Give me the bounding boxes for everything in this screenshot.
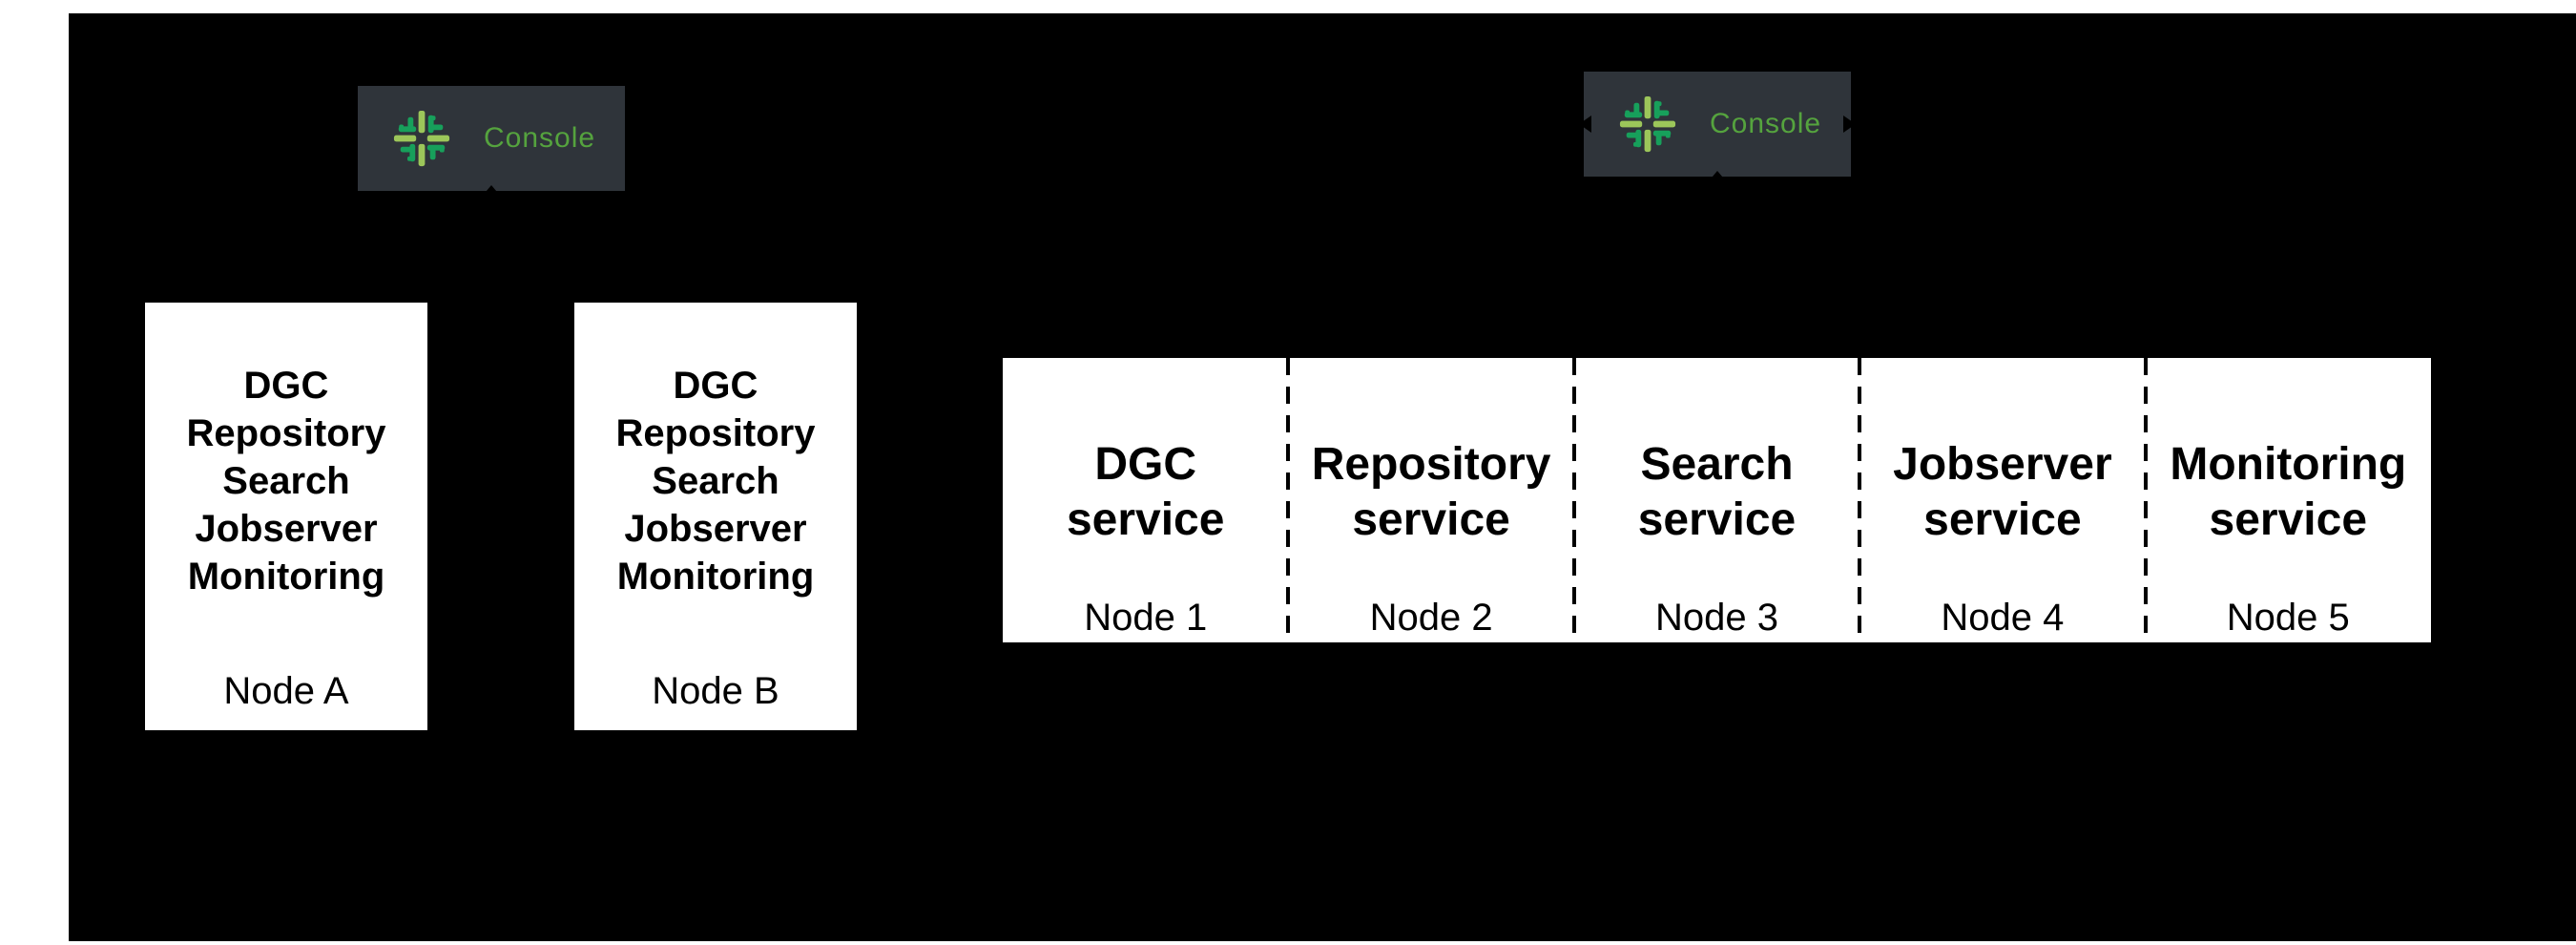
console-logo-icon [1619,95,1676,153]
ha-node-b-services: DGC Repository Search Jobserver Monitori… [615,365,816,598]
service-cell-dgc: DGC service Node 1 [1003,358,1288,642]
console-label: Console [1710,108,1822,139]
node-label: Node 4 [1941,597,2065,639]
service-label: Search service [1637,439,1797,545]
service-label: Jobserver service [1893,439,2112,545]
console-badge-right: Console [1579,72,1856,183]
console-label: Console [484,122,596,154]
connector-arrowhead-up-icon [1707,171,1728,183]
ha-node-box-a: DGC Repository Search Jobserver Monitori… [145,303,427,730]
service-cell-jobserver: Jobserver service Node 4 [1858,358,2145,642]
service-cell-repository: Repository service Node 2 [1286,358,1573,642]
service-label: Monitoring service [2170,439,2407,545]
node-label: Node 2 [1369,597,1493,639]
ha-node-a-services: DGC Repository Search Jobserver Monitori… [186,365,386,598]
console-badge-left: Console [358,86,625,198]
connector-arrowhead-left-icon [1579,116,1591,133]
service-cell-monitoring: Monitoring service Node 5 [2143,358,2431,642]
distributed-services-strip: DGC service Node 1 Repository service No… [1003,358,2431,642]
console-logo-icon [393,110,450,167]
ha-node-box-b: DGC Repository Search Jobserver Monitori… [574,303,857,730]
node-label: Node 5 [2226,597,2350,639]
connector-arrowhead-up-icon [481,185,502,198]
service-cell-search: Search service Node 3 [1571,358,1859,642]
service-label: Repository service [1311,439,1551,545]
ha-node-b-label: Node B [652,670,779,712]
ha-node-a-label: Node A [223,670,349,712]
connector-arrowhead-right-icon [1843,116,1856,133]
node-label: Node 1 [1084,597,1208,639]
service-label: DGC service [1066,439,1225,545]
node-label: Node 3 [1655,597,1778,639]
